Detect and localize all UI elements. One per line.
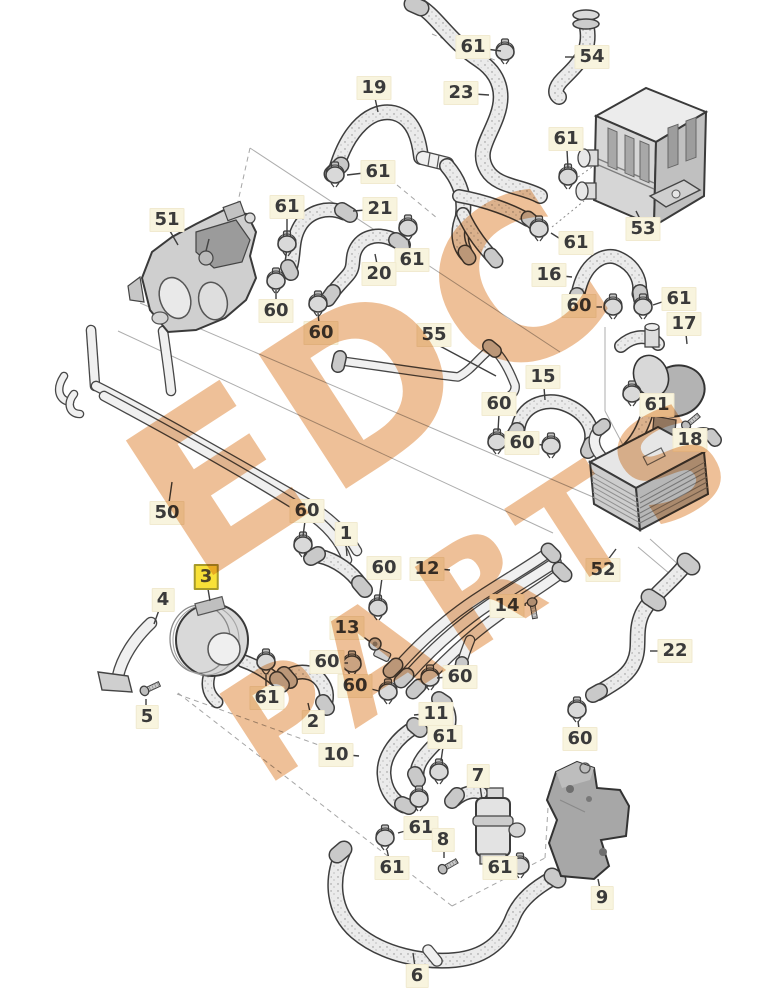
part-label: 61 [374,856,410,880]
part-label: 18 [672,428,708,452]
pipe-55 [331,339,520,402]
leader-line [374,97,379,113]
part-label: 16 [531,263,567,287]
part-label: 61 [249,686,285,710]
part-label: 12 [409,557,445,581]
part-label: 61 [661,287,697,311]
part-label: 61 [360,160,396,184]
part-label: 20 [361,262,397,286]
part-label: 6 [405,964,429,988]
leader-line [169,230,179,246]
leader-line [207,588,211,602]
part-label: 15 [525,365,561,389]
part-3-aux-water-pump [169,595,290,709]
part-label: 60 [504,431,540,455]
part-label: 22 [657,639,693,663]
clamp-glyph [603,293,623,320]
part-label: 7 [466,764,490,788]
leader-line [378,577,383,601]
part-label: 55 [416,323,452,347]
part-label: 60 [303,321,339,345]
part-label: 61 [269,195,305,219]
part-9-bracket [545,760,631,881]
part-label: 17 [666,312,702,336]
part-label: 60 [561,294,597,318]
clamp-glyph [487,428,507,455]
clamp-glyph [495,38,515,65]
part-label: 14 [489,594,525,618]
construction-lines [117,33,681,907]
part-17-pump [614,322,706,455]
part-label: 60 [337,674,373,698]
part-label: 51 [149,208,185,232]
part-label: 61 [394,248,430,272]
part-53-heater-block [575,86,709,228]
part-label: 61 [548,127,584,151]
leader-line [566,149,569,169]
part-label: 13 [329,616,365,640]
clamp-glyph [429,758,449,785]
part-52-oil-cooler [587,418,722,532]
leader-line [168,481,173,504]
part-label: 60 [366,556,402,580]
part-4-bracket [97,616,158,693]
bolt-glyph [526,596,541,620]
part-label: 50 [149,501,185,525]
part-label: 1 [334,522,358,546]
part-label: 61 [482,856,518,880]
leader-line [543,386,546,401]
part-label: 60 [442,665,478,689]
leader-line [440,746,444,762]
part-label-highlighted: 3 [193,564,219,590]
part-label: 60 [562,727,598,751]
leader-line [302,520,306,537]
part-label: 60 [309,650,345,674]
part-label: 54 [574,45,610,69]
bolt-glyph [435,856,460,877]
clamp-glyph [375,824,395,851]
hose-54-coupling [572,9,600,30]
part-label: 61 [639,393,675,417]
part-label: 23 [443,81,479,105]
part-label: 9 [590,886,614,910]
leader-line [479,785,483,800]
part-label: 61 [558,231,594,255]
bolt-glyph [137,678,163,698]
part-label: 60 [289,499,325,523]
leader-line [497,413,500,432]
part-label: 8 [431,828,455,852]
part-label: 61 [455,35,491,59]
leader-line [153,609,160,625]
coolant-pipe-assembly-50 [54,324,363,566]
clamp-glyph [567,696,587,723]
part-label: 4 [151,588,175,612]
leader-line [437,344,497,377]
part-51-housing [127,200,258,334]
clamp-glyph [541,432,561,459]
part-label: 21 [362,197,398,221]
banjo-glyph [368,637,393,663]
part-label: 5 [135,705,159,729]
part-label: 2 [301,710,325,734]
part-label: 53 [625,217,661,241]
part-label: 19 [356,76,392,100]
part-label: 52 [585,558,621,582]
part-label: 60 [258,299,294,323]
part-label: 60 [481,392,517,416]
part-label: 61 [427,725,463,749]
part-label: 11 [418,702,454,726]
part-label: 10 [318,743,354,767]
clamp-glyph [368,594,388,621]
leader-line [345,543,348,557]
connector-marks [427,152,440,169]
